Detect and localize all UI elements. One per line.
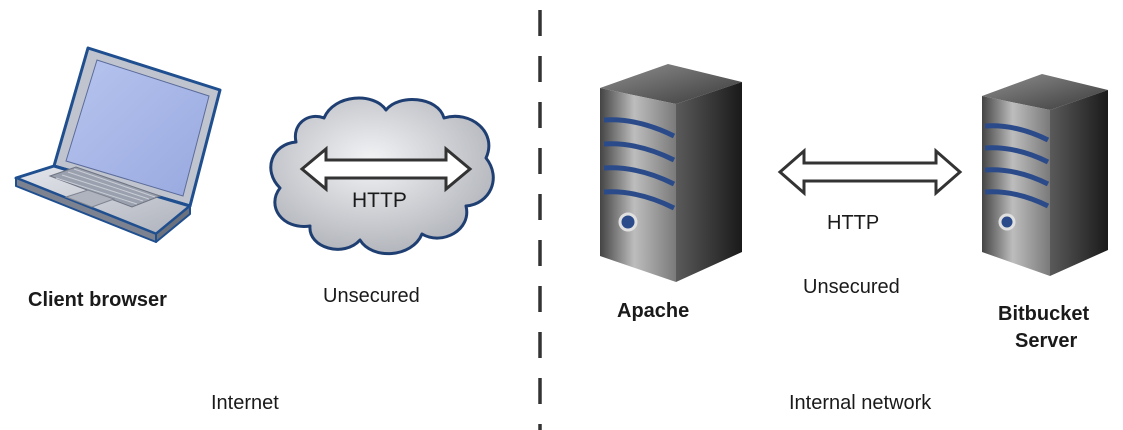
server-icon <box>982 74 1108 276</box>
internet-zone-label: Internet <box>211 392 279 414</box>
internal-security-label: Unsecured <box>803 276 900 298</box>
cloud-protocol-label: HTTP <box>352 189 407 212</box>
client-browser-label: Client browser <box>28 289 167 311</box>
cloud-security-label: Unsecured <box>323 285 420 307</box>
double-arrow-icon <box>777 147 963 197</box>
bitbucket-label-line1: Bitbucket <box>998 303 1090 325</box>
network-divider <box>538 10 542 430</box>
internal-network-zone-label: Internal network <box>789 392 932 414</box>
bitbucket-label-line2: Server <box>1015 330 1078 352</box>
server-icon <box>600 64 742 282</box>
laptop-icon <box>14 46 222 243</box>
internal-protocol-label: HTTP <box>827 212 880 234</box>
double-arrow-icon <box>299 145 473 193</box>
apache-label: Apache <box>617 300 690 322</box>
